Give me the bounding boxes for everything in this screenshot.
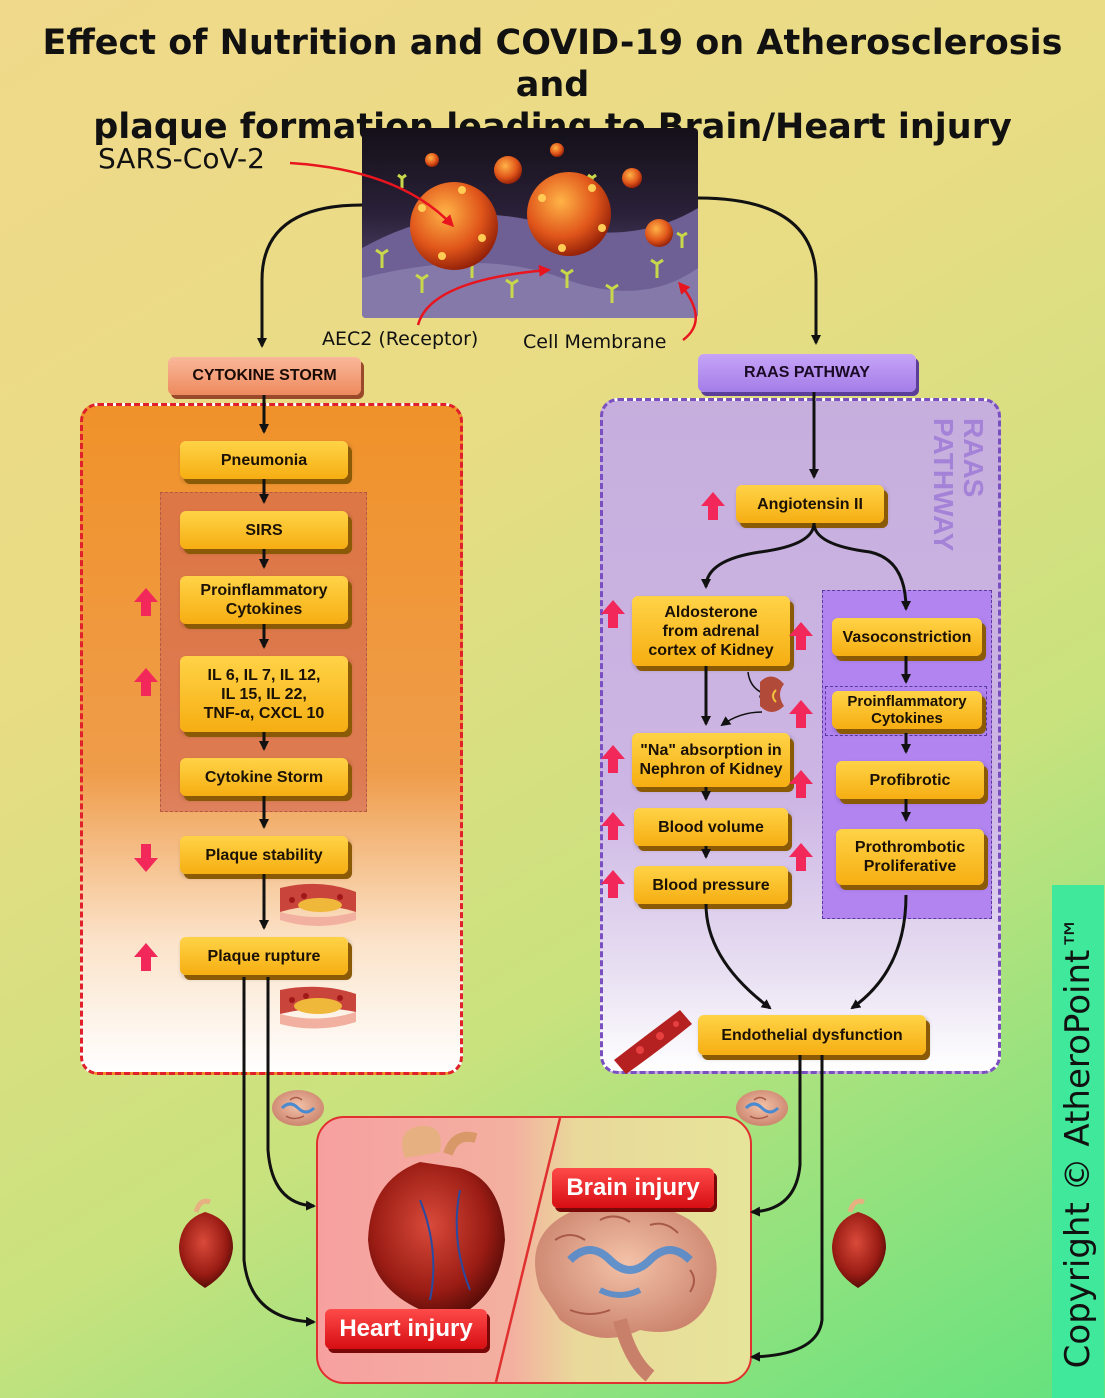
- cell-membrane-label: Cell Membrane: [523, 331, 667, 353]
- arrow-rupture-brain: [266, 977, 316, 1211]
- up-arrow-icon: [134, 588, 158, 616]
- interleukins-line-2: IL 15, IL 22,: [221, 685, 307, 703]
- proinflammatory-line-1: Proinflammatory: [200, 582, 328, 599]
- profibrotic-box: Profibrotic: [836, 761, 984, 799]
- sodium-line-1: "Na" absorption in: [640, 742, 782, 759]
- receptor-label: AEC2 (Receptor): [322, 328, 479, 350]
- arrow-to-raas: [697, 196, 821, 345]
- title-line-1: Effect of Nutrition and COVID-19 on Athe…: [42, 23, 1063, 105]
- interleukins-line-3: TNF-α, CXCL 10: [203, 704, 325, 722]
- raas-vertical-label: RAAS PATHWAY: [918, 418, 989, 568]
- sirs-box: SIRS: [180, 511, 348, 549]
- small-brain-icon: [272, 1090, 324, 1126]
- artery-plaque-icon: [280, 986, 356, 1029]
- up-arrow-icon: [789, 700, 813, 728]
- raas-proinflammatory-line-1: Proinflammatory: [847, 693, 967, 710]
- aldosterone-line-1: Aldosterone: [664, 603, 758, 621]
- pneumonia-box: Pneumonia: [180, 441, 348, 479]
- interleukins-box: IL 6, IL 7, IL 12, IL 15, IL 22, TNF-α, …: [180, 656, 348, 732]
- proinflammatory-cytokines-box: Proinflammatory Cytokines: [180, 576, 348, 624]
- interleukins-line-1: IL 6, IL 7, IL 12,: [207, 666, 321, 684]
- small-heart-icon: [179, 1198, 233, 1288]
- blood-pressure-box: Blood pressure: [634, 866, 788, 904]
- angiotensin-box: Angiotensin II: [736, 485, 884, 523]
- arrow-pressure-endothelial: [704, 903, 772, 1010]
- raas-vertical-line-2: PATHWAY: [928, 418, 959, 552]
- brain-illustration: [535, 1201, 717, 1382]
- vasoconstriction-box: Vasoconstriction: [832, 618, 982, 656]
- prothrombotic-box: Prothrombotic Proliferative: [836, 829, 984, 885]
- prothrombotic-line-2: Proliferative: [863, 858, 957, 875]
- endothelial-dysfunction-box: Endothelial dysfunction: [698, 1015, 926, 1055]
- arrow-angiotensin-vasoconstriction: [812, 522, 911, 611]
- diagram-title: Effect of Nutrition and COVID-19 on Athe…: [10, 22, 1095, 148]
- up-arrow-icon: [601, 745, 625, 773]
- small-brain-icon: [736, 1090, 788, 1126]
- artery-plaque-icon: [280, 883, 356, 926]
- arrow-rupture-heart: [242, 977, 316, 1327]
- receptor-pointer-arrow: [416, 264, 551, 326]
- raas-vertical-line-1: RAAS: [958, 418, 989, 498]
- cytokine-storm-box: Cytokine Storm: [180, 758, 348, 796]
- copyright-banner: Copyright © AtheroPoint™: [1052, 885, 1104, 1398]
- membrane-pointer-arrow: [678, 281, 697, 342]
- up-arrow-icon: [789, 843, 813, 871]
- arrow-prothrombotic-endothelial: [850, 894, 908, 1010]
- up-arrow-icon: [789, 622, 813, 650]
- copyright-text: Copyright © AtheroPoint™: [1058, 915, 1098, 1368]
- up-arrow-icon: [134, 668, 158, 696]
- arrow-kidney-sodium: [720, 711, 763, 727]
- brain-injury-label: Brain injury: [552, 1168, 714, 1208]
- up-arrow-icon: [601, 600, 625, 628]
- sodium-absorption-box: "Na" absorption in Nephron of Kidney: [632, 733, 790, 787]
- sars-cov-2-label: SARS-CoV-2: [98, 142, 265, 175]
- sars-cov-2-illustration: [362, 128, 698, 318]
- aldosterone-box: Aldosterone from adrenal cortex of Kidne…: [632, 596, 790, 666]
- raas-pathway-header: RAAS PATHWAY: [698, 354, 916, 392]
- sars-pointer-arrow: [289, 161, 455, 228]
- up-arrow-icon: [601, 812, 625, 840]
- up-arrow-icon: [701, 492, 725, 520]
- arrow-endothelial-heart: [750, 1055, 824, 1362]
- aldosterone-line-2: from adrenal: [662, 622, 760, 640]
- down-arrow-icon: [134, 844, 158, 872]
- cytokine-storm-header: CYTOKINE STORM: [168, 357, 361, 395]
- plaque-rupture-box: Plaque rupture: [180, 937, 348, 975]
- blood-vessel-icon: [614, 1010, 692, 1074]
- plaque-stability-box: Plaque stability: [180, 836, 348, 874]
- blood-volume-box: Blood volume: [634, 808, 788, 846]
- up-arrow-icon: [601, 870, 625, 898]
- heart-illustration: [368, 1125, 505, 1320]
- up-arrow-icon: [134, 943, 158, 971]
- arrow-angiotensin-aldosterone: [701, 522, 816, 589]
- arrow-endothelial-brain: [750, 1055, 802, 1217]
- up-arrow-icon: [789, 770, 813, 798]
- raas-proinflammatory-line-2: Cytokines: [871, 710, 943, 727]
- arrow-to-cytokine-storm: [257, 203, 363, 348]
- sodium-line-2: Nephron of Kidney: [639, 761, 783, 778]
- prothrombotic-line-1: Prothrombotic: [854, 839, 966, 856]
- proinflammatory-line-2: Cytokines: [225, 601, 303, 618]
- small-heart-icon: [832, 1198, 886, 1288]
- heart-injury-label: Heart injury: [325, 1309, 487, 1349]
- raas-proinflammatory-box: Proinflammatory Cytokines: [832, 691, 982, 729]
- kidney-icon: [760, 676, 784, 712]
- aldosterone-line-3: cortex of Kidney: [648, 641, 774, 659]
